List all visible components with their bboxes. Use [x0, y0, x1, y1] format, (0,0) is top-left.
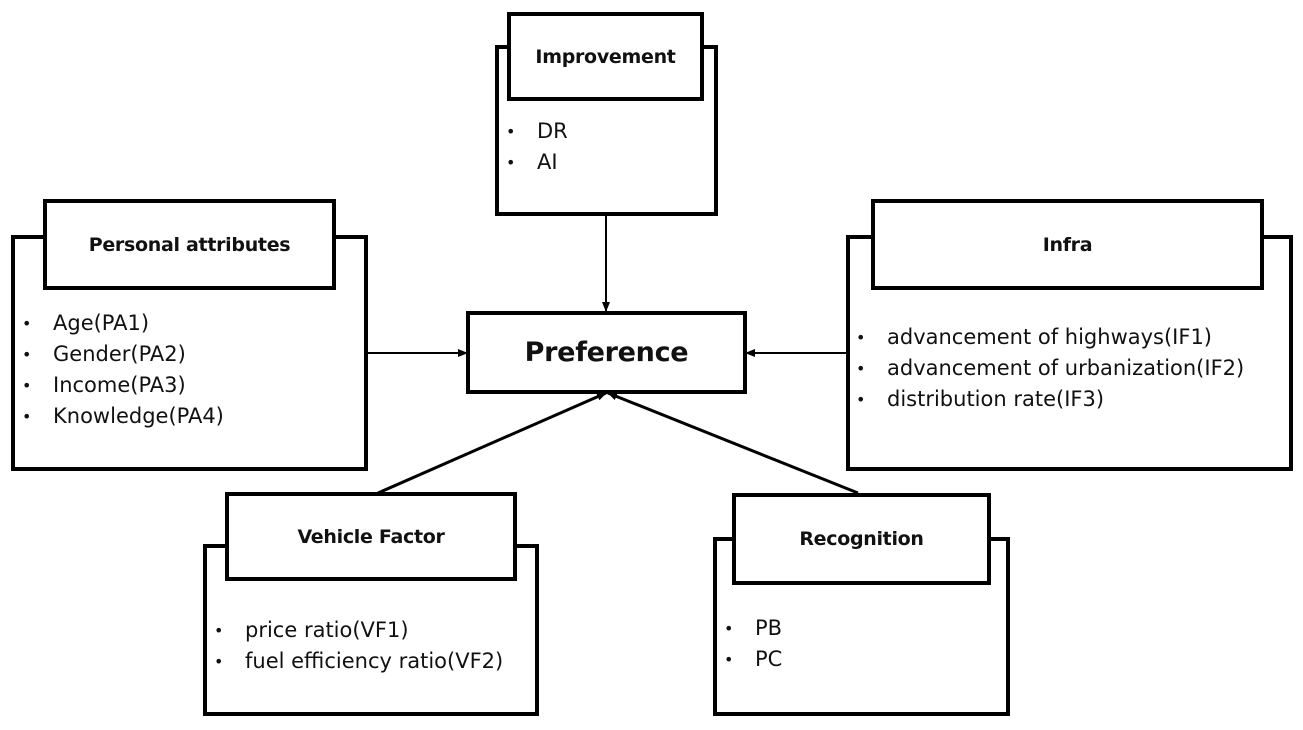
- list-item: Income(PA3): [22, 370, 224, 401]
- list-item: Knowledge(PA4): [22, 401, 224, 432]
- infra-list: advancement of highways(IF1) advancement…: [856, 322, 1244, 415]
- infra-title: Infra: [871, 199, 1264, 290]
- list-item: PB: [724, 613, 782, 644]
- recognition-title: Recognition: [732, 493, 991, 585]
- preference-box: Preference: [466, 311, 747, 394]
- list-item: DR: [506, 116, 568, 147]
- list-item: AI: [506, 147, 568, 178]
- list-item: distribution rate(IF3): [856, 384, 1244, 415]
- improvement-list: DR AI: [506, 116, 568, 178]
- vehicle-factor-title: Vehicle Factor: [225, 492, 517, 581]
- list-item: PC: [724, 644, 782, 675]
- arrow-recognition-to-preference: [607, 391, 859, 495]
- list-item: price ratio(VF1): [214, 615, 503, 646]
- improvement-title: Improvement: [507, 12, 704, 101]
- list-item: advancement of urbanization(IF2): [856, 353, 1244, 384]
- vehicle-factor-list: price ratio(VF1) fuel efficiency ratio(V…: [214, 615, 503, 677]
- list-item: Age(PA1): [22, 308, 224, 339]
- arrow-vehicle-to-preference: [377, 391, 607, 495]
- list-item: Gender(PA2): [22, 339, 224, 370]
- list-item: fuel efficiency ratio(VF2): [214, 646, 503, 677]
- personal-attributes-list: Age(PA1) Gender(PA2) Income(PA3) Knowled…: [22, 308, 224, 432]
- list-item: advancement of highways(IF1): [856, 322, 1244, 353]
- recognition-list: PB PC: [724, 613, 782, 675]
- personal-attributes-title: Personal attributes: [43, 199, 336, 290]
